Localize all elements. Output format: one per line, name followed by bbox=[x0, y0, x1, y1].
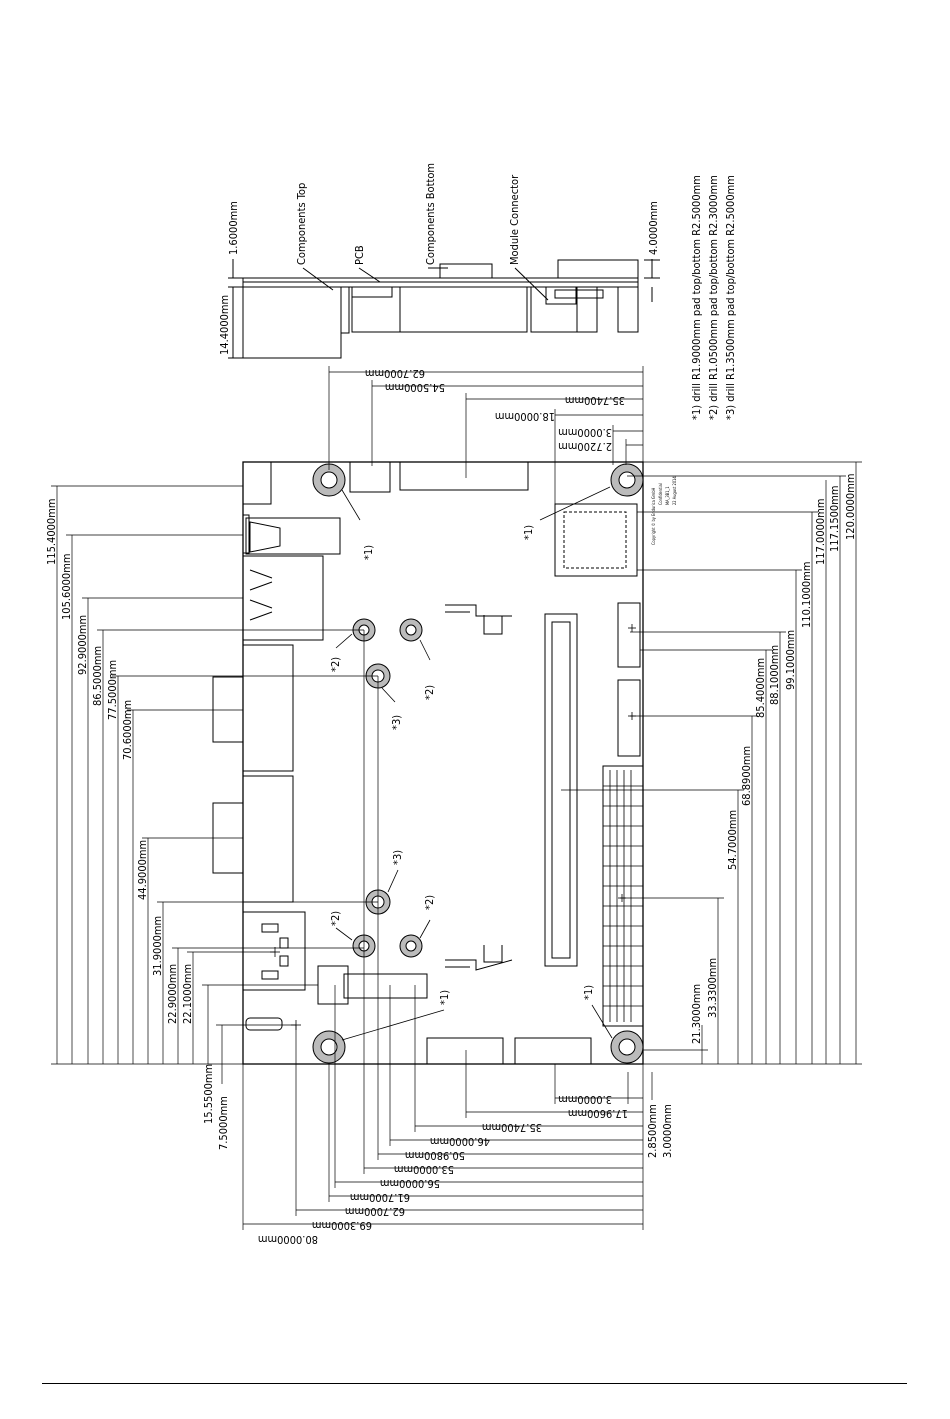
board-outline-group bbox=[212, 461, 644, 1065]
dim-top-35-74: 35.7400mm bbox=[565, 394, 625, 407]
side-view bbox=[228, 259, 660, 359]
dim-left-77-5: 77.5000mm bbox=[106, 660, 119, 720]
dims-left-text: 115.4000mm 105.6000mm 92.9000mm 86.5000m… bbox=[45, 499, 230, 1151]
dim-right-68-89: 68.8900mm bbox=[740, 746, 753, 806]
label-components-bottom: Components Bottom bbox=[424, 163, 437, 265]
marker-1b: *1) bbox=[522, 525, 535, 540]
dim-right-54-7: 54.7000mm bbox=[726, 810, 739, 870]
bottom-component-narrow bbox=[340, 286, 350, 334]
heatsink-fins bbox=[602, 765, 644, 1027]
dim-bot-2-85: 2.8500mm bbox=[646, 1104, 659, 1158]
connector-rj45 bbox=[242, 555, 324, 641]
dim-left-44-9: 44.9000mm bbox=[136, 840, 149, 900]
dim-bot-46: 46.0000mm bbox=[430, 1135, 490, 1148]
dim-bot-50-98: 50.9800mm bbox=[405, 1149, 465, 1162]
dim-left-105-6: 105.6000mm bbox=[60, 554, 73, 621]
heatsink-area bbox=[554, 503, 638, 577]
label-pcb: PCB bbox=[353, 245, 366, 265]
dim-right-110-1: 110.1000mm bbox=[800, 562, 813, 629]
copyright-line-2: Confidential bbox=[658, 483, 663, 505]
dim-left-92-9: 92.9000mm bbox=[76, 615, 89, 675]
marker-3a: *3) bbox=[390, 715, 403, 730]
dims-top-text: 62.7000mm 54.5000mm 35.7400mm 18.0000mm … bbox=[365, 367, 625, 453]
dim-left-7-5: 7.5000mm bbox=[217, 1096, 230, 1150]
footer-rule bbox=[42, 1383, 907, 1384]
dim-left-115-4: 115.4000mm bbox=[45, 499, 58, 566]
label-components-top: Components Top bbox=[295, 183, 308, 265]
bottom-component-tall bbox=[242, 286, 342, 359]
dim-right-120: 120.0000mm bbox=[844, 474, 857, 541]
drill-notes: *1) drill R1.9000mm pad top/bottom R2.50… bbox=[690, 175, 737, 420]
connector-bottom-2 bbox=[514, 1037, 592, 1065]
note-3: *3) drill R1.3500mm pad top/bottom R2.50… bbox=[724, 175, 737, 420]
dim-bot-62-7: 62.7000mm bbox=[345, 1205, 405, 1218]
marker-2d: *2) bbox=[423, 895, 436, 910]
dimension-lines bbox=[51, 366, 862, 1230]
marker-1d: *1) bbox=[582, 985, 595, 1000]
dim-top-height: 4.0000mm bbox=[647, 201, 660, 255]
label-module-connector: Module Connector bbox=[508, 174, 521, 265]
connector-usb-1 bbox=[242, 644, 294, 772]
fin-lines bbox=[603, 770, 643, 1022]
top-component-connector bbox=[439, 263, 493, 279]
copyright-line-1: Copyright © by Endurica GmbH bbox=[651, 487, 656, 545]
marker-1c: *1) bbox=[438, 990, 451, 1005]
dim-pcb-thickness: 1.6000mm bbox=[227, 201, 240, 255]
dim-bot-17-96: 17.9600mm bbox=[568, 1107, 628, 1120]
module-connector-body bbox=[530, 286, 578, 333]
dim-left-22-9: 22.9000mm bbox=[166, 964, 179, 1024]
dim-bot-35-74: 35.7400mm bbox=[482, 1121, 542, 1134]
dim-top-54-5: 54.5000mm bbox=[385, 381, 445, 394]
dim-right-88-1: 88.1000mm bbox=[768, 645, 781, 705]
side-view-labels: Components Top PCB Components Bottom Mod… bbox=[218, 163, 660, 355]
marker-leaders bbox=[335, 486, 613, 1041]
connector-usb-2 bbox=[242, 775, 294, 903]
dim-left-22-1: 22.1000mm bbox=[181, 964, 194, 1024]
dim-top-18: 18.0000mm bbox=[495, 410, 555, 423]
dim-right-21-3: 21.3000mm bbox=[690, 984, 703, 1044]
dim-left-15-55: 15.5500mm bbox=[202, 1064, 215, 1124]
dim-bot-53: 53.0000mm bbox=[394, 1163, 454, 1176]
connector-top-left bbox=[242, 461, 272, 505]
dim-right-85-4: 85.4000mm bbox=[754, 658, 767, 718]
connector-top-header bbox=[399, 461, 529, 491]
marker-2c: *2) bbox=[329, 911, 342, 926]
dim-bot-61-7: 61.7000mm bbox=[350, 1191, 410, 1204]
note-1: *1) drill R1.9000mm pad top/bottom R2.50… bbox=[690, 175, 703, 420]
note-2: *2) drill R1.0500mm pad top/bottom R2.30… bbox=[707, 175, 720, 420]
copyright-line-4: 22 August 2014 bbox=[672, 476, 677, 505]
dim-top-3: 3.0000mm bbox=[558, 426, 612, 439]
marker-2a: *2) bbox=[329, 657, 342, 672]
dim-left-70-6: 70.6000mm bbox=[121, 700, 134, 760]
dim-bottom-height: 14.4000mm bbox=[218, 295, 231, 355]
marker-1a: *1) bbox=[362, 545, 375, 560]
copyright-line-3: MA_3B1_1 bbox=[665, 487, 670, 506]
center-marks bbox=[270, 624, 636, 1030]
connector-power bbox=[242, 911, 306, 991]
marker-2b: *2) bbox=[423, 685, 436, 700]
dim-right-117-15: 117.1500mm bbox=[828, 486, 841, 553]
dim-right-99-1: 99.1000mm bbox=[784, 630, 797, 690]
dim-bot-3: 3.0000mm bbox=[558, 1093, 612, 1106]
dim-bot-3-0: 3.0000mm bbox=[661, 1104, 674, 1158]
mounting-holes bbox=[312, 463, 644, 1064]
hole-markers: *1) *1) *1) *1) *2) *2) *3) *3) *2) *2) bbox=[329, 525, 595, 1005]
connector-bottom-1 bbox=[426, 1037, 504, 1065]
dim-top-2-72: 2.7200mm bbox=[558, 440, 612, 453]
dim-right-117: 117.0000mm bbox=[814, 499, 827, 566]
dims-bottom-text: 3.0000mm 17.9600mm 35.7400mm 46.0000mm 5… bbox=[258, 1093, 674, 1246]
dim-left-31-9: 31.9000mm bbox=[151, 916, 164, 976]
marker-3b: *3) bbox=[391, 850, 404, 865]
dim-right-33-33: 33.3300mm bbox=[706, 958, 719, 1018]
dims-right-text: 120.0000mm 117.1500mm 117.0000mm 110.100… bbox=[690, 474, 857, 1045]
top-component-heatsink bbox=[557, 259, 639, 279]
board-outline bbox=[242, 461, 644, 1065]
dim-top-62-7: 62.7000mm bbox=[365, 367, 425, 380]
copyright-block: Copyright © by Endurica GmbH Confidentia… bbox=[651, 476, 677, 545]
dim-left-86-5: 86.5000mm bbox=[91, 646, 104, 706]
dim-bot-56: 56.0000mm bbox=[380, 1177, 440, 1190]
dim-bot-80: 80.0000mm bbox=[258, 1233, 318, 1246]
dim-bot-69-3: 69.3000mm bbox=[312, 1219, 372, 1232]
